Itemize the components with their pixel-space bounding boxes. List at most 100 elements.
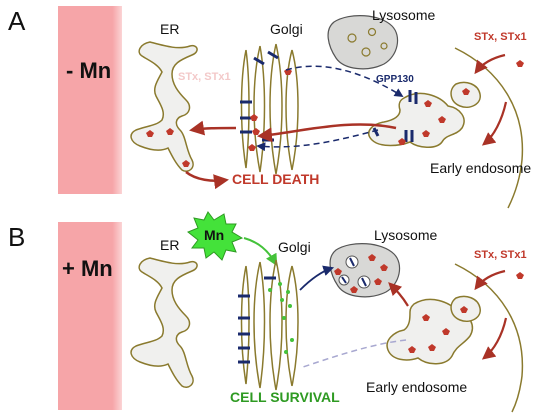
- mn-dot: [284, 350, 288, 354]
- panel-a-endosome-label: Early endosome: [430, 160, 531, 176]
- panel-a-gpp130-label: GPP130: [376, 74, 414, 85]
- panel-a-golgi-label: Golgi: [270, 21, 303, 37]
- toxin: [460, 306, 468, 313]
- panel-b-golgi-cisterna: [240, 265, 250, 385]
- toxin: [408, 346, 416, 353]
- panel-b-er: ER: [130, 237, 198, 388]
- panel-b-golgi-label: Golgi: [278, 239, 311, 255]
- panel-a-early-endosome: Early endosome: [368, 92, 531, 176]
- panel-a-outcome: CELL DEATH: [232, 171, 319, 187]
- toxin: [442, 328, 450, 335]
- mn-dot: [290, 338, 294, 342]
- toxin: [334, 268, 342, 275]
- panel-b-mn-arrow: [243, 237, 278, 267]
- panel-a-golgi-cisterna: [240, 49, 250, 169]
- panel-a-toxin-label: STx, STx1: [474, 31, 527, 43]
- panel-b-er-shape: [130, 257, 198, 388]
- panel-b-condition-bar: [58, 222, 122, 410]
- panel-b-er-label: ER: [160, 237, 179, 253]
- panel-a: A - Mn ER Golgi Lysosome: [8, 6, 531, 209]
- panel-b-toxin-label: STx, STx1: [474, 249, 527, 261]
- panel-b-mn: Mn: [187, 211, 278, 267]
- toxin: [146, 130, 154, 137]
- panel-b-toxins: [334, 254, 524, 353]
- toxin: [424, 100, 432, 107]
- panel-a-lysosome-vesicle: [367, 27, 377, 37]
- panel-a-golgi: Golgi: [240, 21, 303, 175]
- panel-b-golgi-cisterna: [285, 265, 299, 387]
- panel-a-gpp130-trafficking-arrow: [285, 65, 404, 97]
- panel-b-receptors: [238, 276, 276, 364]
- toxin: [182, 160, 190, 167]
- receptor-bar: [372, 127, 380, 137]
- degraded-receptor-bar: [361, 277, 367, 287]
- panel-b-letter: B: [8, 222, 25, 252]
- mn-dot: [282, 316, 286, 320]
- panel-b-lysosome-label: Lysosome: [374, 227, 438, 243]
- panel-a-er: ER: [130, 21, 198, 172]
- panel-a-condition: - Mn: [66, 58, 111, 83]
- mn-dot: [278, 282, 282, 286]
- toxin: [516, 272, 524, 279]
- toxin: [422, 314, 430, 321]
- toxin: [252, 128, 260, 135]
- panel-a-lysosome-vesicle: [347, 33, 357, 43]
- mn-dot: [268, 288, 272, 292]
- toxin: [398, 138, 406, 145]
- panel-a-retrograde-dashed-arrow: [256, 129, 379, 152]
- toxin: [380, 264, 388, 271]
- panel-a-golgi-to-er-arrow: [189, 120, 237, 136]
- toxin: [422, 130, 430, 137]
- panel-a-endocytosis-arrow: [481, 101, 508, 146]
- panel-a-lysosome-shape: [327, 15, 399, 70]
- panel-a-endosome-shape: [368, 92, 465, 148]
- panel-b-mn-label: Mn: [204, 227, 224, 243]
- panel-b-uptake-arrow: [474, 269, 506, 291]
- panel-b-endocytosis-arrow: [481, 317, 508, 360]
- panel-a-retrograde-arrow: [257, 123, 397, 143]
- panel-a-toxins: [146, 60, 524, 167]
- panel-a-golgi-cisterna: [253, 45, 266, 173]
- panel-b-golgi-cisterna: [253, 261, 266, 389]
- panel-a-golgi-cisterna: [285, 49, 299, 171]
- toxin: [374, 278, 382, 285]
- toxin: [516, 60, 524, 67]
- toxin: [368, 254, 376, 261]
- panel-a-plasma-membrane: [454, 47, 524, 209]
- panel-b-condition: + Mn: [62, 256, 113, 281]
- toxin: [250, 114, 258, 121]
- panel-b-golgi-cisterna: [269, 259, 283, 391]
- toxin: [428, 344, 436, 351]
- panel-a-er-label: ER: [160, 21, 179, 37]
- panel-a-er-shape: [130, 41, 198, 172]
- panel-b-endosome-label: Early endosome: [366, 379, 467, 395]
- mn-burst-icon: [187, 211, 244, 261]
- panel-a-lysosome-vesicle: [361, 47, 371, 57]
- panel-a-lysosome-label: Lysosome: [372, 7, 436, 23]
- receptor-bar: [267, 50, 279, 60]
- mn-dot: [280, 298, 284, 302]
- toxin: [350, 286, 358, 293]
- panel-b-lysosome: Lysosome: [329, 227, 438, 298]
- toxin: [248, 144, 256, 151]
- panel-b-to-lysosome-arrow: [388, 282, 409, 307]
- panel-a-faded-toxin-label: STx, STx1: [178, 71, 231, 83]
- panel-a-uptake-arrow: [474, 53, 506, 75]
- degraded-receptor-bar: [349, 257, 355, 267]
- panel-b-mn-dots: [268, 282, 294, 354]
- panel-a-letter: A: [8, 6, 26, 36]
- mn-dot: [286, 290, 290, 294]
- degraded-receptor-bar: [341, 276, 347, 284]
- panel-b-outcome: CELL SURVIVAL: [230, 389, 340, 405]
- panel-b: B + Mn ER Mn Golgi: [8, 211, 527, 413]
- toxin: [462, 88, 470, 95]
- panel-a-lysosome-vesicle: [380, 42, 388, 50]
- panel-a-death-arrow: [185, 170, 229, 190]
- panel-a-golgi-cisterna: [269, 43, 283, 175]
- panel-b-golgi: Golgi: [240, 239, 311, 391]
- receptor-bar: [253, 56, 265, 66]
- mn-dot: [288, 304, 292, 308]
- toxin: [438, 116, 446, 123]
- panel-b-early-endosome: Early endosome: [366, 298, 474, 395]
